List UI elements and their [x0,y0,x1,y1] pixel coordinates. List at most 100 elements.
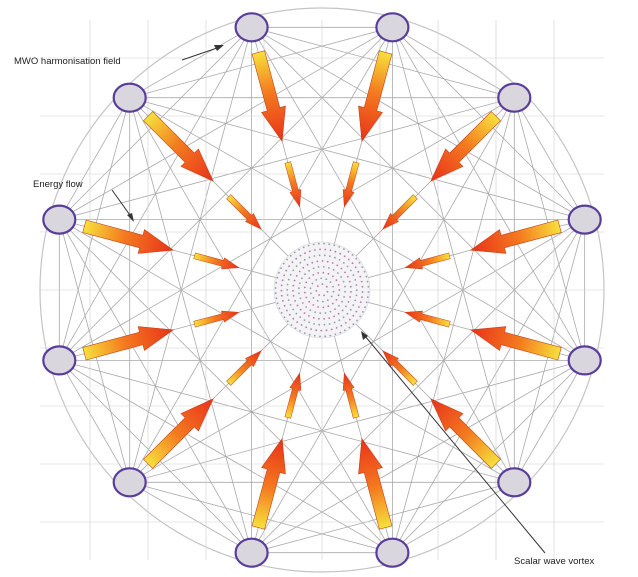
vortex-dot [340,324,343,327]
vortex-dot [364,306,366,309]
vortex-dot [318,254,321,257]
vortex-dot [351,262,354,265]
vortex-dot [328,317,331,319]
vortex-dot [304,273,306,276]
connection-line [129,97,585,361]
vortex-dot [298,292,300,295]
vortex-dot [349,296,351,298]
vortex-dot [296,304,299,307]
vortex-dot [312,297,315,299]
vortex-dot [308,321,310,324]
vortex-dot [344,271,346,274]
vortex-dot [336,264,339,267]
vortex-dot [283,274,285,277]
connection-line [251,219,585,553]
vortex-dot [308,256,311,259]
vortex-dot [314,311,316,313]
vortex-dot [325,329,328,332]
vortex-dot [343,255,346,258]
vortex-dot [285,269,288,272]
vortex-dot [294,327,297,330]
annotations: MWO harmonisation field Energy flow Scal… [14,45,595,567]
field-pointer [181,46,221,61]
vortex-dot [355,289,358,292]
vortex-dot [327,272,330,275]
connection-line [129,481,252,554]
vortex-dot [349,269,352,272]
vortex-dot [301,277,303,280]
vortex-dot [314,249,316,251]
vortex-dot [347,250,350,253]
vortex-pointer-head [361,331,368,340]
vortex-dot [367,291,370,293]
energy-flow-arrows [82,50,562,530]
vortex-dot [365,301,368,304]
vortex-dot [303,291,306,294]
vortex-dot [293,279,296,282]
vortex-dot [316,260,319,263]
energy-arrow-small [404,310,451,328]
vortex-dot [358,261,361,264]
energy-arrow-large [469,219,562,254]
connection-line [129,360,585,483]
vortex-dot [337,284,340,286]
vortex-dot [313,255,316,257]
vortex-dot [332,269,335,271]
vortex-dot [308,300,311,303]
vortex-dot [292,317,295,320]
energy-arrow-large [251,50,286,143]
vortex-dot [303,286,306,289]
vortex-dot [347,258,350,261]
mwo-node [375,12,410,43]
vortex-dot [359,275,362,278]
vortex-dot [317,272,320,274]
vortex-dot [305,326,308,329]
vortex-dot [328,267,330,269]
vortex-dot [319,335,321,338]
connection-line [59,27,393,361]
connection-line [129,27,252,483]
vortex-dot [305,281,308,284]
vortex-dot [308,269,310,272]
vortex-dot [280,284,283,287]
vortex-dot [282,262,285,265]
mwo-node [567,345,602,376]
vortex-dot [323,318,325,320]
vortex-dot [286,294,289,296]
energy-arrow-small [382,194,418,230]
vortex-dot [366,296,369,299]
energy-arrow-small [193,252,240,270]
vortex-dot [356,319,358,322]
vortex-dot [336,272,339,274]
vortex-dot [333,244,336,247]
vortex-dot [338,246,341,248]
vortex-dot [348,326,351,329]
mwo-node [497,82,532,113]
vortex-dot [352,304,355,307]
vortex-dot [303,258,306,261]
energy-arrow-large [143,398,214,469]
connection-lines [40,20,604,560]
vortex-dot [317,266,320,268]
connection-line [59,360,393,554]
vortex-dot [278,307,281,310]
vortex-dot [345,305,347,308]
vortex-dot [346,265,349,268]
vortex-dot [283,304,286,307]
vortex-dot [321,283,324,286]
vortex-dot [290,324,293,326]
vortex-dot [292,269,295,272]
vortex-dot [342,280,345,283]
vortex-dot [329,334,332,337]
vortex-dot [288,265,290,268]
vortex-dot [324,312,327,314]
vortex-dot [307,244,310,247]
vortex-dot [274,292,277,295]
vortex-dot [331,302,334,305]
vortex-dot [291,261,294,264]
vortex-dot [362,311,364,313]
vortex-dot [298,270,301,273]
vortex-dot [296,321,299,323]
vortex-dot [326,299,329,301]
flow-pointer-head [127,213,134,222]
